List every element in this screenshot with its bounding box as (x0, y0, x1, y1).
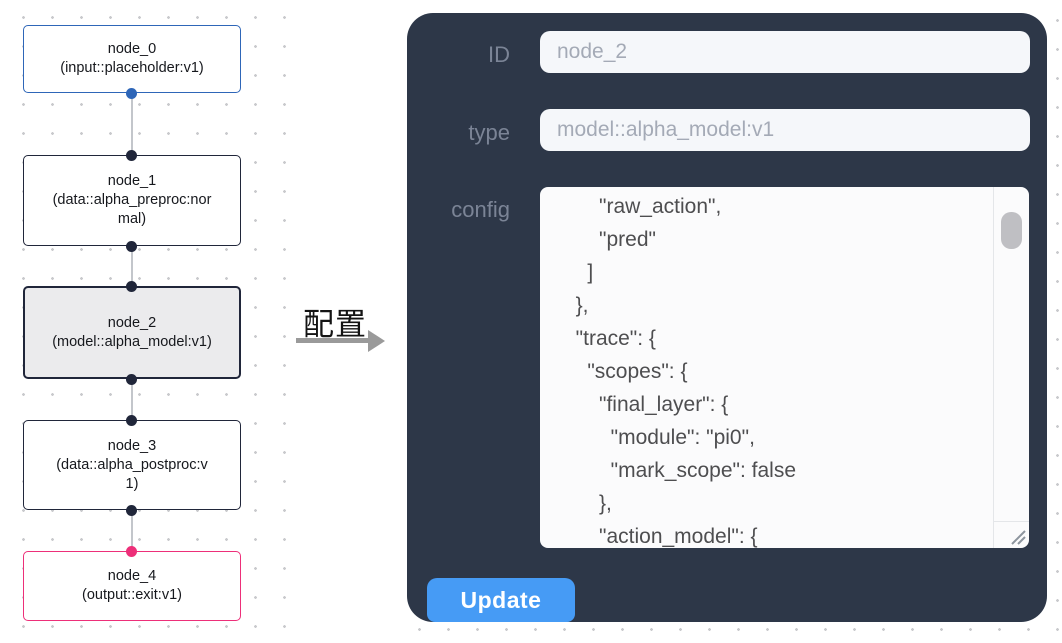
flow-node-node_3[interactable]: node_3 (data::alpha_postproc:v1) (23, 420, 241, 510)
edge-node0-node1 (131, 93, 133, 155)
flow-node-node_4[interactable]: node_4 (output::exit:v1) (23, 551, 241, 621)
scrollbar-track (993, 187, 994, 548)
node-subtitle: (input::placeholder:v1) (60, 60, 204, 76)
port-node3-in[interactable] (126, 414, 137, 426)
port-node1-out[interactable] (126, 240, 137, 252)
type-input[interactable] (540, 109, 1030, 151)
scrollbar-corner (993, 521, 1029, 522)
update-button[interactable]: Update (427, 578, 575, 622)
node-subtitle: (data::alpha_preproc:normal) (52, 192, 212, 227)
port-node1-in[interactable] (126, 149, 137, 161)
port-node2-in[interactable] (126, 280, 137, 292)
node-subtitle: (model::alpha_model:v1) (52, 333, 212, 350)
config-field-label: config (451, 197, 510, 222)
flow-node-node_0[interactable]: node_0 (input::placeholder:v1) (23, 25, 241, 93)
node-subtitle: (output::exit:v1) (82, 587, 182, 603)
edge-node2-node3 (131, 379, 133, 420)
scrollbar-thumb[interactable] (1001, 212, 1022, 249)
arrow-shaft (296, 338, 368, 343)
port-node4-in[interactable] (126, 545, 137, 557)
node-title: node_1 (107, 173, 157, 189)
node-title: node_0 (107, 41, 157, 57)
edge-node3-node4 (131, 510, 133, 551)
node-title: node_2 (107, 314, 157, 331)
annotation-config-label: 配置 (303, 307, 367, 342)
config-textarea[interactable]: "raw_action", "pred" ] }, "trace": { "sc… (540, 187, 1029, 548)
id-input[interactable] (540, 31, 1030, 73)
resize-grip-icon[interactable] (1006, 529, 1026, 545)
flow-node-node_2-selected[interactable]: node_2 (model::alpha_model:v1) (23, 286, 241, 379)
config-json-text: "raw_action", "pred" ] }, "trace": { "sc… (575, 195, 796, 548)
flow-node-node_1[interactable]: node_1 (data::alpha_preproc:normal) (23, 155, 241, 246)
port-node3-out[interactable] (126, 504, 137, 516)
id-field-label: ID (488, 42, 510, 67)
port-node0-out[interactable] (126, 87, 137, 99)
node-config-panel: ID type config "raw_action", "pred" ] },… (407, 13, 1047, 622)
node-title: node_3 (107, 437, 157, 454)
edge-node1-node2 (131, 246, 133, 286)
port-node2-out[interactable] (126, 373, 137, 385)
type-field-label: type (468, 120, 510, 145)
node-title: node_4 (107, 568, 157, 584)
node-subtitle: (data::alpha_postproc:v1) (56, 456, 208, 492)
arrow-right-icon (368, 329, 385, 352)
